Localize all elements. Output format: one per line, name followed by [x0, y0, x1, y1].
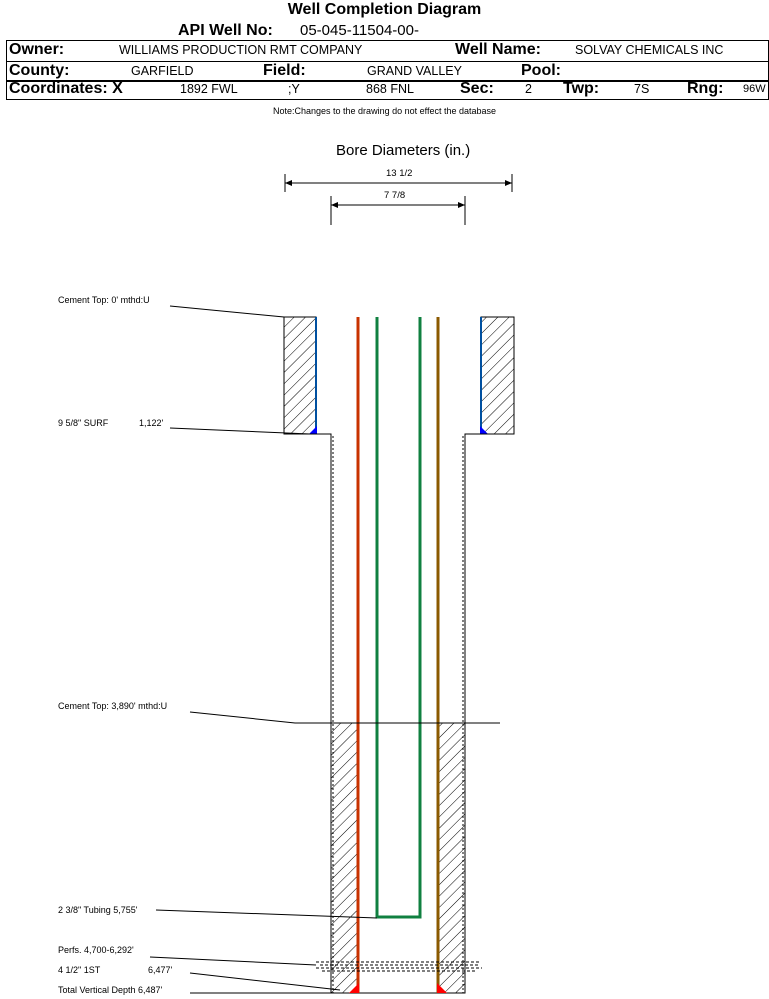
- bore-diameters-title: Bore Diameters (in.): [336, 142, 471, 159]
- production-shoe-right: [437, 983, 447, 993]
- county-value: GARFIELD: [131, 64, 194, 78]
- leader-production-casing: [189, 972, 341, 991]
- rng-value: 96W: [743, 83, 766, 95]
- surface-shoe-left: [309, 426, 317, 434]
- surface-shoe-right: [480, 426, 488, 434]
- api-value: 05-045-11504-00-: [300, 22, 419, 39]
- label-surface-casing: 9 5/8" SURF: [58, 418, 109, 428]
- hole-wall-left: [284, 433, 332, 993]
- label-production-casing: 4 1/2" 1ST: [58, 965, 101, 975]
- owner-value: WILLIAMS PRODUCTION RMT COMPANY: [119, 43, 363, 57]
- field-value: GRAND VALLEY: [367, 64, 462, 78]
- well-name-value: SOLVAY CHEMICALS INC: [575, 43, 724, 57]
- production-shoe-left: [349, 983, 359, 993]
- coord-x-label: Coordinates: X: [9, 80, 123, 97]
- bore-diameter-outer: 13 1/2: [386, 168, 413, 179]
- coord-y-value: 868 FNL: [366, 82, 414, 96]
- bore-diameter-inner: 7 7/8: [384, 190, 406, 201]
- label-tvd: Total Vertical Depth 6,487': [58, 985, 163, 995]
- tubing: [375, 317, 422, 919]
- leader-surface-casing: [169, 427, 311, 435]
- bore-dimension-7-7-8: [330, 196, 466, 225]
- surface-cement-left: [283, 316, 317, 435]
- rng-label: Rng:: [687, 80, 724, 97]
- pool-label: Pool:: [521, 62, 561, 79]
- page-title: Well Completion Diagram: [287, 1, 482, 18]
- sec-label: Sec:: [460, 80, 494, 97]
- label-cement-top-1: Cement Top: 0' mthd:U: [58, 295, 150, 305]
- label-production-depth: 6,477': [148, 965, 173, 975]
- label-perfs: Perfs. 4,700-6,292': [58, 945, 134, 955]
- leader-cement-top-2: [189, 711, 500, 724]
- owner-label: Owner:: [9, 41, 65, 58]
- perforations: [316, 961, 482, 972]
- county-label: County:: [9, 62, 70, 79]
- coord-y-label: ;Y: [288, 82, 300, 96]
- well-name-label: Well Name:: [455, 41, 541, 58]
- leader-cement-top-1: [169, 305, 285, 318]
- production-cement-right: [438, 722, 466, 994]
- api-label: API Well No:: [178, 22, 273, 39]
- note-text: Note:Changes to the drawing do not effec…: [273, 106, 496, 116]
- label-tubing: 2 3/8" Tubing 5,755': [58, 905, 138, 915]
- coord-x-value: 1892 FWL: [180, 82, 238, 96]
- leader-perfs: [149, 956, 317, 966]
- sec-value: 2: [525, 82, 532, 96]
- label-surface-depth: 1,122': [139, 418, 164, 428]
- bore-dimension-13-1-2: [284, 174, 513, 192]
- leader-tubing: [155, 909, 378, 919]
- surface-cement-right: [480, 316, 515, 435]
- twp-value: 7S: [634, 82, 650, 96]
- label-cement-top-2: Cement Top: 3,890' mthd:U: [58, 701, 168, 711]
- production-cement-left: [330, 722, 358, 994]
- field-label: Field:: [263, 62, 306, 79]
- twp-label: Twp:: [563, 80, 600, 97]
- hole-wall-right: [464, 433, 514, 993]
